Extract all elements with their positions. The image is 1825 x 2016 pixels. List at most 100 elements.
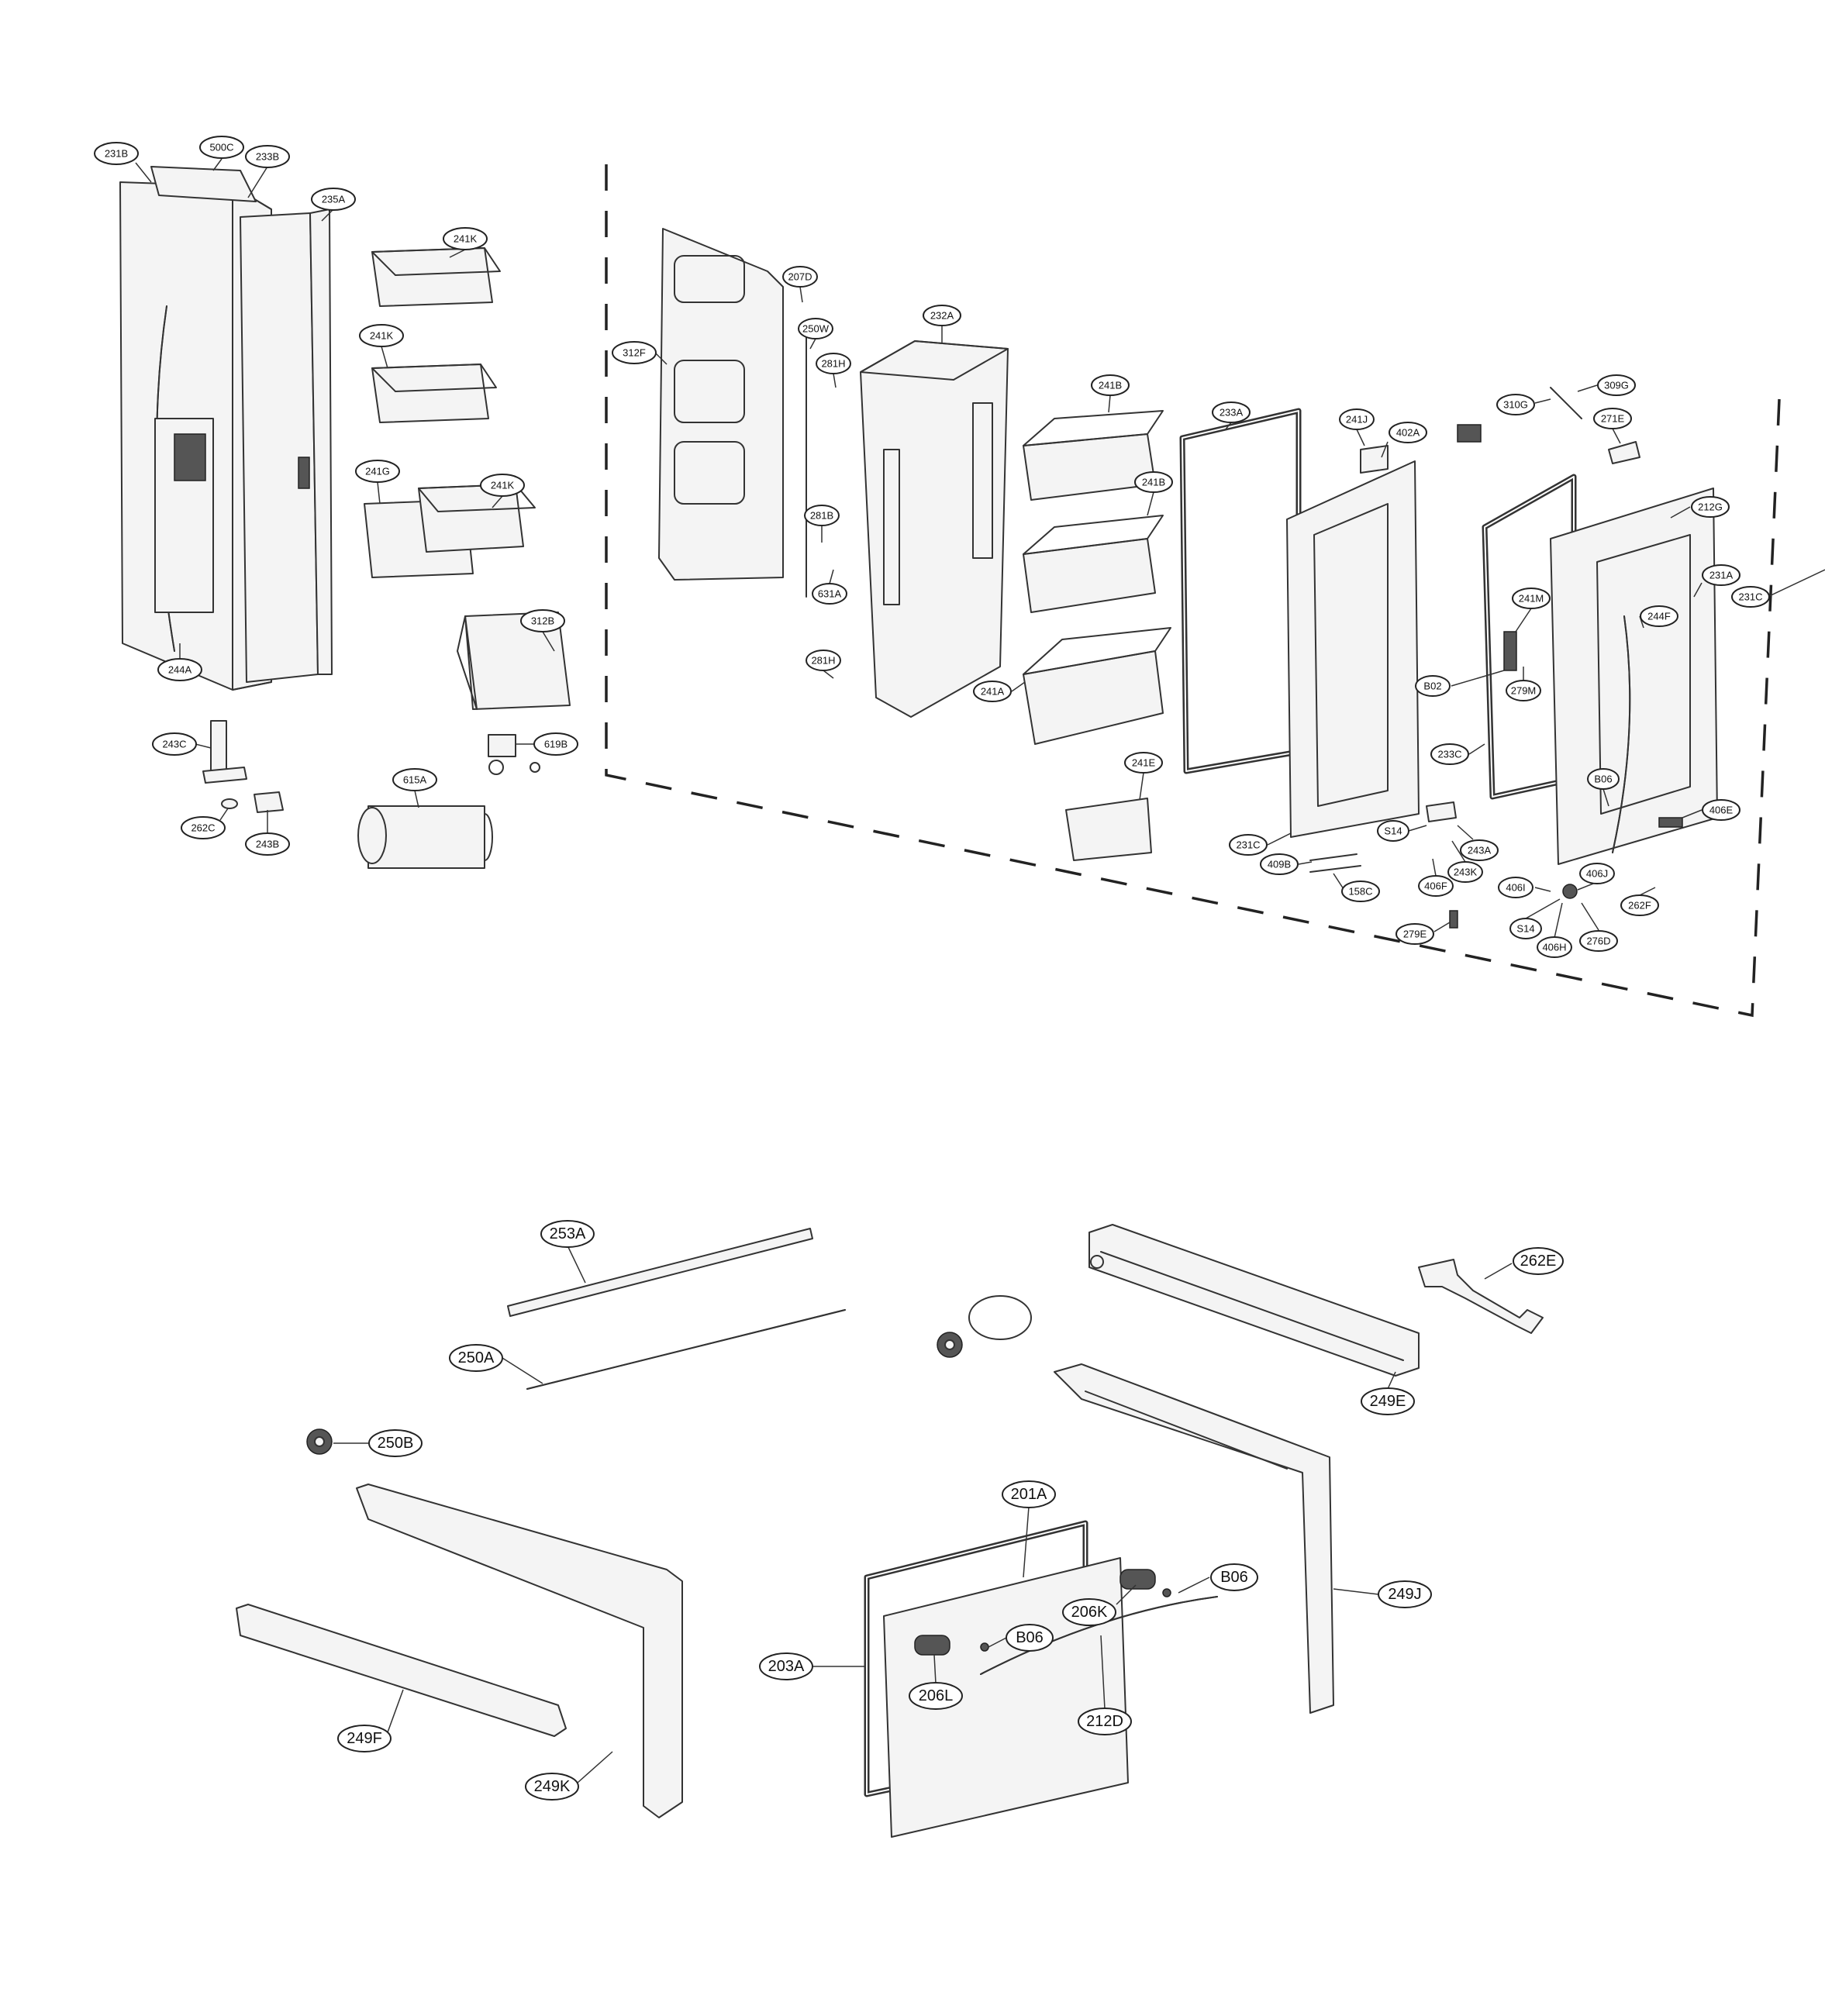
svg-text:241K: 241K [370, 330, 394, 342]
svg-text:235A: 235A [322, 194, 346, 205]
callout-233a: 233A [1212, 401, 1251, 431]
svg-text:244F: 244F [1647, 611, 1671, 622]
svg-text:206K: 206K [1071, 1604, 1108, 1621]
svg-text:250B: 250B [378, 1435, 414, 1452]
svg-text:312B: 312B [531, 615, 554, 627]
svg-text:232A: 232A [930, 310, 954, 322]
callout-b06-2: B06 [988, 1624, 1054, 1652]
callout-b06-top: B06 [1587, 768, 1620, 807]
svg-text:402A: 402A [1396, 427, 1420, 439]
callout-281h-2: 281H [806, 650, 841, 679]
svg-text:241B: 241B [1142, 477, 1165, 488]
inner-door-panel [658, 228, 807, 598]
gears [306, 1295, 1032, 1455]
right-outer-door [1550, 488, 1718, 865]
svg-text:241K: 241K [491, 480, 515, 491]
callout-615a: 615A [392, 768, 437, 808]
door-bins-right [1023, 410, 1171, 861]
svg-text:241A: 241A [981, 686, 1005, 698]
svg-text:243B: 243B [256, 839, 279, 850]
callout-231c-2: 231C [1229, 832, 1292, 856]
callout-233b: 233B [245, 145, 290, 198]
wrench [1418, 1259, 1544, 1334]
callout-406h: 406H [1537, 902, 1572, 958]
callout-281h-1: 281H [816, 353, 851, 388]
svg-text:249J: 249J [1388, 1586, 1421, 1603]
callout-206l: 206L [909, 1654, 963, 1710]
callout-241m: 241M [1512, 588, 1551, 632]
svg-text:262E: 262E [1520, 1253, 1557, 1270]
callout-249e: 249E [1361, 1371, 1415, 1415]
callout-253a: 253A [540, 1220, 595, 1284]
svg-text:406F: 406F [1424, 880, 1447, 892]
left-door-assembly [119, 166, 333, 691]
callout-243c: 243C [152, 732, 212, 756]
svg-text:206L: 206L [919, 1687, 954, 1704]
svg-text:409B: 409B [1268, 859, 1291, 870]
svg-text:B06: B06 [1016, 1629, 1044, 1646]
svg-text:241J: 241J [1346, 414, 1368, 426]
left-hinge-parts [202, 720, 540, 869]
svg-text:281H: 281H [811, 655, 835, 667]
svg-text:B02: B02 [1423, 681, 1441, 692]
svg-text:B06: B06 [1594, 774, 1612, 785]
svg-text:233A: 233A [1220, 407, 1244, 419]
svg-text:243A: 243A [1468, 845, 1492, 856]
svg-text:500C: 500C [209, 142, 233, 153]
svg-text:158C: 158C [1348, 886, 1372, 898]
right-hinge-parts [1309, 387, 1683, 929]
callout-406f: 406F [1418, 858, 1454, 897]
callout-201a: 201A [1002, 1480, 1056, 1578]
callout-281b: 281B [804, 505, 840, 543]
callout-203a: 203A [759, 1652, 864, 1680]
callout-212d: 212D [1078, 1635, 1132, 1735]
svg-text:310G: 310G [1503, 399, 1528, 411]
svg-text:207D: 207D [788, 271, 812, 283]
callout-241b-2: 241B [1134, 471, 1173, 516]
svg-text:233B: 233B [256, 151, 279, 163]
svg-text:241E: 241E [1132, 757, 1156, 769]
svg-text:231B: 231B [105, 148, 128, 160]
svg-text:271E: 271E [1601, 413, 1625, 425]
svg-text:201A: 201A [1011, 1486, 1047, 1503]
callout-232a: 232A [923, 305, 961, 343]
svg-text:615A: 615A [403, 774, 427, 786]
svg-text:S14: S14 [1516, 923, 1534, 935]
callout-262e: 262E [1484, 1247, 1564, 1280]
callout-b02: B02 [1415, 670, 1505, 697]
callout-500c: 500C [199, 136, 244, 171]
callout-250a: 250A [449, 1344, 543, 1384]
callout-250b: 250B [333, 1429, 423, 1457]
callout-231a: 231A [1693, 564, 1740, 598]
svg-text:241B: 241B [1099, 380, 1122, 391]
callout-212g: 212G [1670, 496, 1730, 519]
callout-276d: 276D [1579, 902, 1618, 952]
svg-text:281H: 281H [821, 358, 845, 370]
svg-text:241M: 241M [1519, 593, 1544, 605]
svg-text:406E: 406E [1709, 805, 1734, 816]
dashed-group-boundary [605, 164, 1781, 1018]
callout-279e: 279E [1395, 922, 1451, 945]
svg-text:279M: 279M [1511, 685, 1537, 697]
callout-249f: 249F [337, 1689, 404, 1752]
svg-text:203A: 203A [768, 1658, 805, 1675]
callout-309g: 309G [1577, 374, 1636, 396]
callout-310g: 310G [1496, 394, 1551, 415]
svg-text:406I: 406I [1506, 882, 1525, 894]
callout-631a: 631A [812, 569, 847, 605]
callout-312f: 312F [612, 341, 668, 365]
callout-158c: 158C [1333, 873, 1380, 902]
callout-249k: 249K [525, 1751, 613, 1801]
callout-s14-1: S14 [1377, 820, 1427, 842]
callout-244a: 244A [157, 643, 202, 681]
callout-406i: 406I [1498, 877, 1551, 898]
callout-231c-1: 231C [1731, 569, 1825, 608]
svg-text:276D: 276D [1586, 936, 1610, 947]
svg-text:243K: 243K [1454, 867, 1478, 878]
svg-text:312F: 312F [623, 347, 646, 359]
callout-207d: 207D [782, 266, 818, 303]
svg-text:231C: 231C [1738, 591, 1762, 603]
callout-241b-1: 241B [1091, 374, 1130, 413]
svg-text:244A: 244A [168, 664, 192, 676]
